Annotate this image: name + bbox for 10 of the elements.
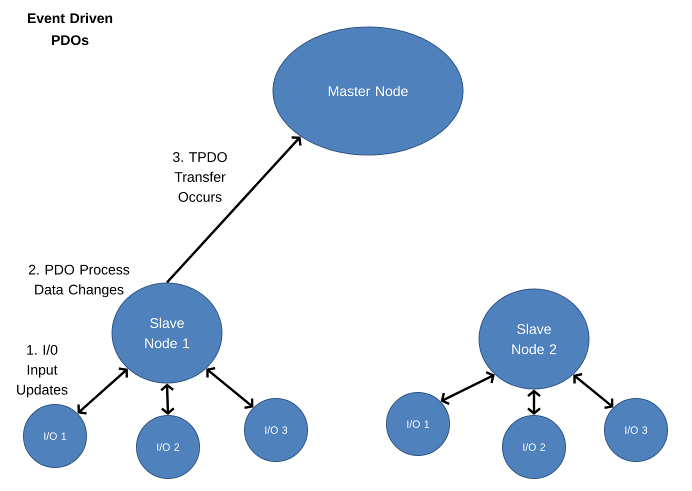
double-arrow [206, 367, 254, 410]
double-arrow [77, 367, 128, 415]
double-arrow [440, 371, 495, 405]
edge-label: 1. I/0 Input Updates [10, 344, 74, 398]
double-arrow [527, 390, 541, 415]
double-arrow [573, 373, 614, 410]
arrow [166, 136, 302, 284]
double-arrow [160, 384, 175, 415]
title: Event Driven PDOs [28, 12, 112, 46]
edge-label: 3. TPDO Transfer Occurs [166, 151, 234, 203]
